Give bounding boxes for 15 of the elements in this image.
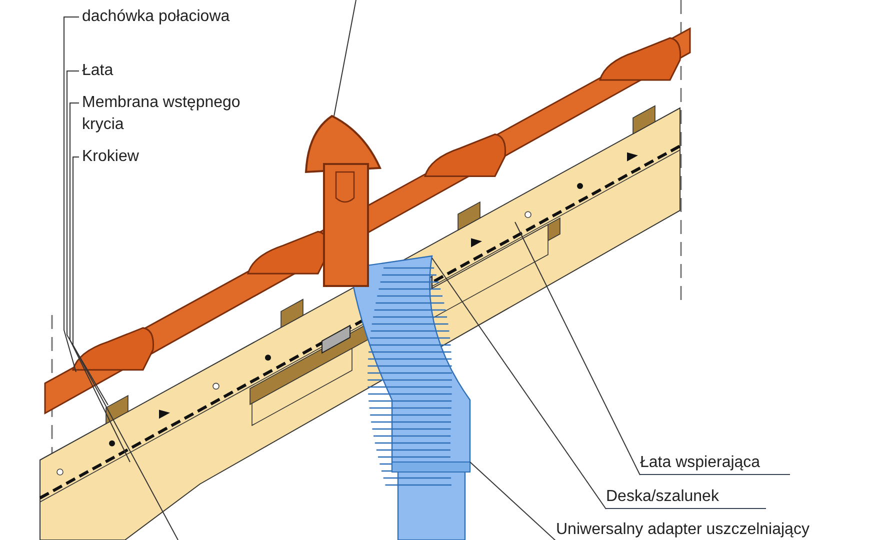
leader-line xyxy=(66,70,108,406)
leader-line xyxy=(70,102,130,462)
leader-line xyxy=(432,258,606,510)
part-label: Łata xyxy=(82,61,114,81)
part-label: Uniwersalny adapter uszczelniający xyxy=(556,520,810,540)
part-label: Krokiew xyxy=(82,147,140,167)
part-label: Łata wspierająca xyxy=(640,453,762,473)
part-label: dachówka połaciowa xyxy=(82,7,231,27)
part-label: Membrana wstępnego krycia xyxy=(82,93,242,135)
leader-line xyxy=(470,462,556,540)
part-label: Deska/szalunek xyxy=(606,487,720,507)
leader-line xyxy=(334,0,356,116)
leader-line xyxy=(72,156,178,540)
leader-line xyxy=(64,16,80,372)
leader-line xyxy=(514,222,640,476)
